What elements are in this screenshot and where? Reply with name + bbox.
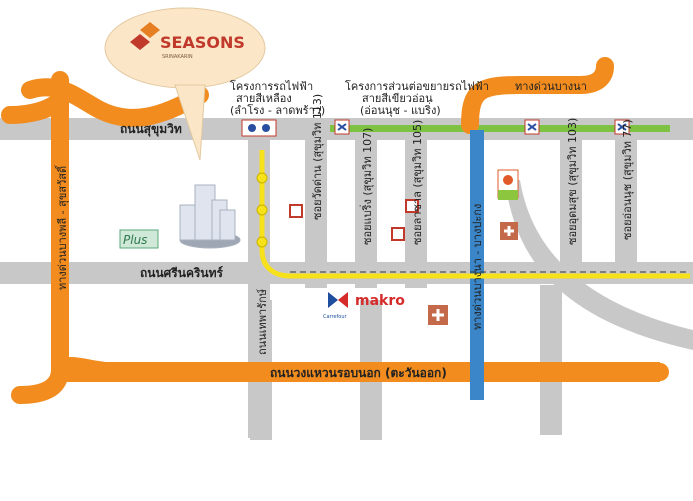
yellow-station bbox=[256, 204, 268, 216]
bts-station-icon bbox=[241, 119, 277, 137]
brand-name: SEASONS bbox=[160, 33, 245, 52]
green-ext-route: (อ่อนนุช - แบริ่ง) bbox=[360, 102, 441, 117]
road-sukhumvit: ถนนสุขุมวิท bbox=[120, 122, 182, 137]
bts-station-icon bbox=[614, 119, 630, 135]
road-expressway-left: ทางด่วนบางพลี - สุขสวัสดิ์ bbox=[54, 164, 69, 290]
green-ext-label: โครงการส่วนต่อขยายรถไฟฟ้า bbox=[345, 79, 489, 93]
road-soi-103: ซอยอุดมสุข (สุขุมวิท 103) bbox=[566, 118, 579, 245]
svg-text:Carrefour: Carrefour bbox=[323, 314, 348, 320]
yellow-line bbox=[259, 150, 690, 279]
yellow-line-sub: สายสีเหลือง bbox=[236, 92, 292, 105]
yellow-station bbox=[256, 172, 268, 184]
bangna-trad-road bbox=[470, 130, 484, 400]
green-ext-sub: สายสีเขียวอ่อน bbox=[362, 92, 433, 105]
brand-logo-icon bbox=[130, 22, 160, 50]
road-expressway-top: ทางด่วนบางนา bbox=[515, 80, 587, 93]
landmark-marker bbox=[289, 204, 303, 218]
carrefour-logo: Carrefour bbox=[323, 292, 348, 320]
svg-text:Plus: Plus bbox=[123, 233, 147, 247]
road-bangna-trad: ทางด่วนบางนา - บางปะกง bbox=[471, 204, 484, 330]
makro-logo: makro bbox=[355, 293, 405, 309]
bts-station-icon bbox=[524, 119, 540, 135]
road-thepharak: ถนนเทพารักษ์ bbox=[256, 289, 269, 355]
lotus-logo bbox=[497, 169, 519, 200]
green-line bbox=[330, 125, 670, 132]
road-srinakarin: ถนนศรีนครินทร์ bbox=[140, 266, 224, 280]
road-soi-107: ซอยแบริ่ง (สุขุมวิท 107) bbox=[359, 128, 374, 245]
yellow-line-label: โครงการรถไฟฟ้า bbox=[230, 79, 313, 93]
local-roads bbox=[0, 118, 693, 440]
hospital-icon bbox=[428, 305, 448, 325]
road-soi-113: ซอยวัดด่าน (สุขุมวิท 113) bbox=[311, 94, 324, 220]
road-soi-77: ซอยอ่อนนุช (สุขุมวิท 77) bbox=[621, 119, 634, 240]
hospital-icon bbox=[500, 222, 518, 240]
outer-ring-road bbox=[60, 362, 660, 382]
plus-logo: Plus bbox=[119, 229, 159, 249]
road-outer-ring: ถนนวงแหวนรอบนอก (ตะวันออก) bbox=[270, 366, 447, 380]
building-icon bbox=[179, 184, 241, 249]
landmark-marker bbox=[405, 199, 419, 213]
yellow-line-route: (ลำโรง - ลาดพร้าว) bbox=[230, 103, 325, 117]
bts-station-icon bbox=[334, 119, 350, 135]
brand-tagline: SRINAKARIN bbox=[162, 54, 193, 60]
yellow-station bbox=[256, 236, 268, 248]
landmark-marker bbox=[391, 227, 405, 241]
road-soi-105: ซอยลาซาล (สุขุมวิท 105) bbox=[411, 120, 424, 245]
